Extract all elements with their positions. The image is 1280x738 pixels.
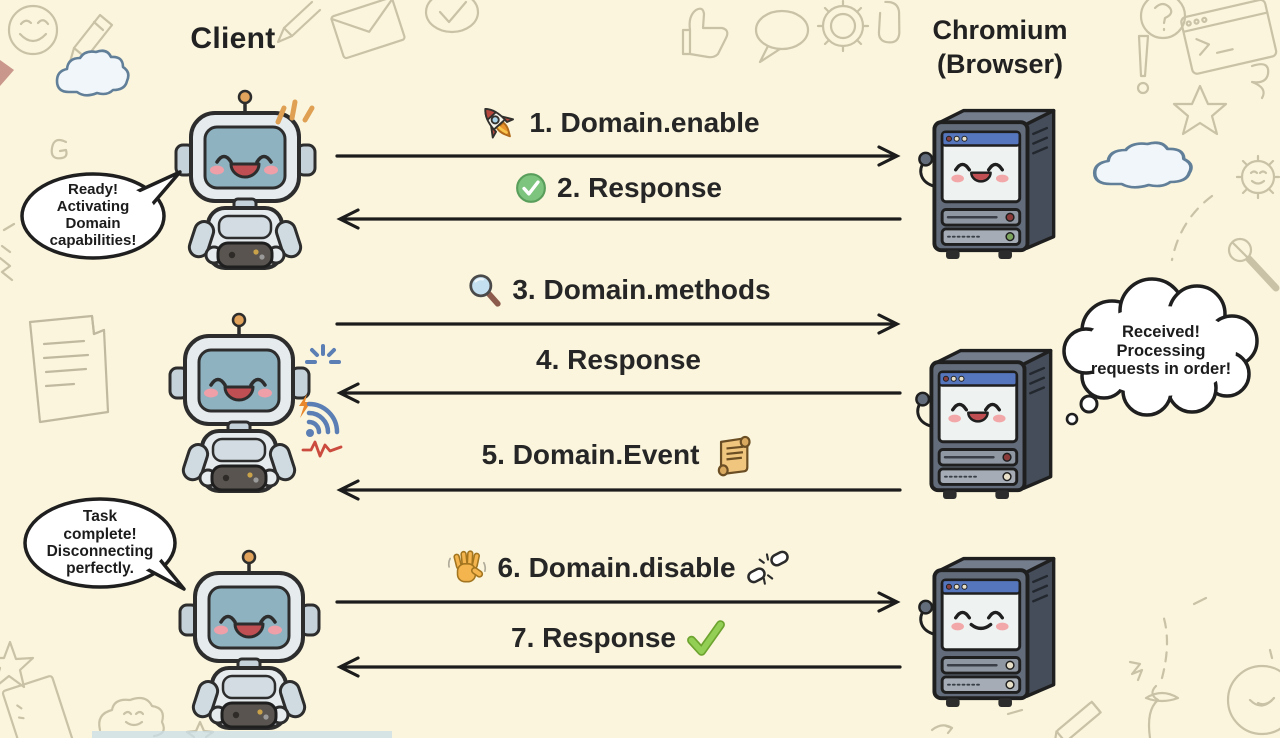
browser-title-line1: Chromium bbox=[932, 15, 1068, 45]
bubble-text: Ready! Activating Domain capabilities! bbox=[49, 181, 137, 249]
speech-bubble-doodle-icon bbox=[754, 9, 810, 64]
message-3-label: 3. Domain.methods bbox=[335, 272, 902, 308]
thumbs-up-doodle-icon bbox=[681, 7, 729, 59]
message-7-label: 7. Response bbox=[335, 618, 902, 658]
message-label: 1. Domain.enable bbox=[529, 107, 760, 138]
client-speech-bubble-2: Task complete! Disconnecting perfectly. bbox=[20, 495, 198, 597]
smiley-face-doodle-icon bbox=[7, 4, 59, 56]
browser-computer-illustration bbox=[915, 348, 1053, 499]
arrow-left-icon bbox=[336, 208, 902, 230]
browser-computer-illustration bbox=[918, 108, 1056, 259]
smiley-swirl-doodle-icon bbox=[1226, 648, 1280, 736]
bubble-text: Task complete! Disconnecting perfectly. bbox=[46, 508, 154, 578]
envelope-doodle-icon bbox=[330, 0, 406, 60]
message-4-label: 4. Response bbox=[335, 344, 902, 376]
gear-doodle-icon bbox=[816, 0, 870, 53]
paperclip-doodle-icon bbox=[877, 0, 901, 44]
message-label: 7. Response bbox=[511, 622, 676, 653]
message-6-label: 6. Domain.disable bbox=[335, 548, 902, 588]
waving-hand-icon bbox=[448, 550, 487, 583]
client-speech-bubble-1: Ready! Activating Domain capabilities! bbox=[18, 166, 188, 262]
pencil-doodle-icon bbox=[276, 0, 322, 44]
message-1-label: 1. Domain.enable bbox=[335, 102, 902, 144]
check-mark-icon bbox=[687, 620, 725, 656]
browser-title: Chromium (Browser) bbox=[912, 14, 1088, 82]
question-mark-doodle-icon bbox=[1139, 0, 1187, 40]
wifi-signal-icon bbox=[306, 401, 340, 437]
exclamation-doodle-icon bbox=[1136, 34, 1150, 95]
check-bubble-doodle-icon bbox=[424, 0, 480, 34]
client-robot-illustration bbox=[178, 549, 321, 730]
client-title: Client bbox=[190, 22, 276, 55]
cloud-icon bbox=[55, 49, 1193, 189]
wrench-doodle-icon bbox=[1227, 237, 1280, 292]
bubble-text: Received! Processing requests in order! bbox=[1090, 323, 1232, 379]
browser-thought-bubble: Received! Processing requests in order! bbox=[1052, 276, 1274, 436]
message-label: 3. Domain.methods bbox=[512, 274, 771, 305]
message-5-label: 5. Domain.Event bbox=[335, 432, 902, 478]
message-label: 4. Response bbox=[536, 344, 701, 375]
signal-icons bbox=[299, 344, 343, 458]
cloud-face-doodle-icon bbox=[98, 696, 165, 738]
scroll-icon bbox=[718, 435, 752, 477]
client-robot-illustration bbox=[174, 89, 317, 270]
magnifier-icon bbox=[469, 274, 502, 307]
message-label: 5. Domain.Event bbox=[481, 439, 700, 470]
message-label: 2. Response bbox=[557, 172, 722, 203]
client-robot-illustration bbox=[168, 312, 311, 493]
heartbeat-icon bbox=[301, 440, 343, 458]
gear-face-doodle-icon bbox=[1235, 154, 1280, 200]
browser-title-line2: (Browser) bbox=[936, 48, 1064, 79]
pencil-doodle-icon bbox=[1053, 700, 1102, 738]
arrow-left-icon bbox=[336, 382, 902, 404]
terminal-window-doodle-icon bbox=[1180, 0, 1278, 75]
star-doodle-icon bbox=[1172, 84, 1228, 136]
card-doodle-icon bbox=[1, 675, 74, 738]
check-circle-icon bbox=[516, 173, 546, 203]
arrow-right-icon bbox=[335, 145, 901, 167]
arrow-left-icon bbox=[336, 656, 902, 678]
message-2-label: 2. Response bbox=[335, 172, 902, 204]
sparkles-icon bbox=[275, 99, 315, 125]
arrow-left-icon bbox=[336, 479, 902, 501]
arrow-right-icon bbox=[335, 313, 901, 335]
arrow-right-icon bbox=[335, 591, 901, 613]
browser-computer-illustration bbox=[918, 556, 1056, 707]
rocket-icon bbox=[484, 108, 515, 139]
squiggle-doodle-icon bbox=[1250, 63, 1270, 100]
cheering-figure-doodle-icon bbox=[1128, 660, 1180, 738]
star-doodle-icon bbox=[0, 640, 35, 689]
broken-chain-icon bbox=[746, 550, 789, 585]
document-doodle-icon bbox=[28, 314, 110, 424]
lightning-bolt-icon bbox=[299, 394, 311, 418]
message-label: 6. Domain.disable bbox=[497, 552, 736, 583]
burst-icon bbox=[305, 344, 341, 364]
